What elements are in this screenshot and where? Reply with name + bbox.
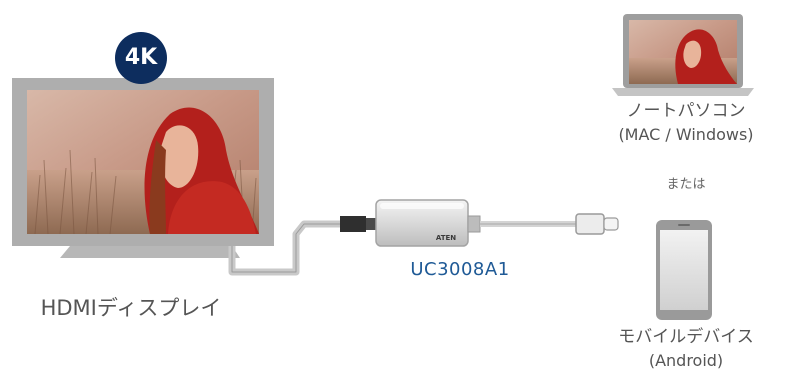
4k-badge [115,32,167,84]
hdmi-plug-icon [340,216,376,232]
separator-text: または [666,177,706,192]
tv-icon [12,78,274,258]
laptop-label-line2: (MAC / Windows) [618,125,754,144]
adapter-model-label: UC3008A1 [410,259,510,280]
laptop-icon [612,14,754,96]
tv-screen-photo [27,90,259,234]
tv-stand [60,246,240,258]
usb-c-plug-icon [575,213,619,235]
mobile-label-line1: モバイルデバイス [618,327,754,347]
4k-badge-text: 4K [124,45,158,70]
adapter-brand: ATEN [435,234,457,242]
smartphone-icon [656,220,712,320]
mobile-label-line2: (Android) [648,351,724,370]
laptop-label-line1: ノートパソコン [626,101,746,121]
display-label: HDMIディスプレイ [40,296,222,320]
adapter-icon [375,199,481,247]
